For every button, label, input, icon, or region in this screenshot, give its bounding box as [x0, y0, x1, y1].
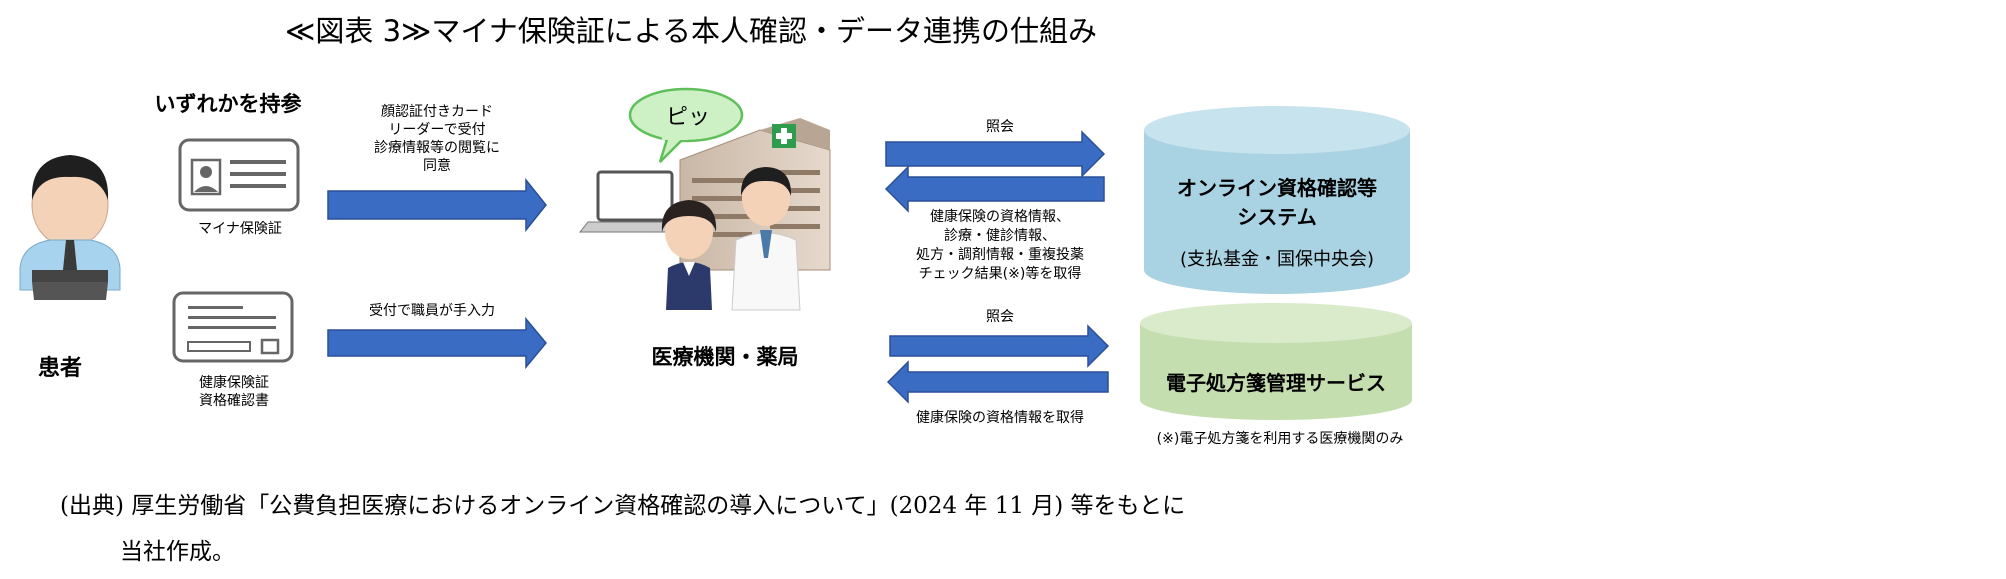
eprescription-note: (※)電子処方箋を利用する医療機関のみ [1157, 430, 1404, 447]
facility-label: 医療機関・薬局 [652, 345, 799, 369]
arrow-inquiry-eprescription [889, 324, 1110, 368]
arrow-return-online [884, 165, 1105, 213]
eprescription-service-cylinder [1140, 303, 1412, 420]
svg-text:診療・健診情報、: 診療・健診情報、 [944, 227, 1056, 244]
eprescription-service-name: 電子処方箋管理サービス [1166, 371, 1386, 395]
online-returned-text: 健康保険の資格情報、 診療・健診情報、 処方・調剤情報・重複投薬 チェック結果(… [916, 208, 1084, 282]
source-line-2: 当社作成。 [120, 539, 235, 565]
manual-entry-text: 受付で職員が手入力 [369, 303, 495, 319]
figure-title: ≪図表 3≫マイナ保険証による本人確認・データ連携の仕組み [285, 14, 1097, 48]
mynumber-card-icon [178, 138, 300, 212]
insurance-card-label-1: 健康保険証 [199, 374, 269, 391]
online-system-operator: (支払基金・国保中央会) [1180, 249, 1374, 270]
beep-speech-bubble [628, 87, 744, 163]
patient-icon [19, 155, 121, 300]
arrow-manual-to-facility [327, 316, 547, 370]
data-flow-diagram: 患者 いずれかを持参 マイナ保険証 健康保険証 資格確認書 顔認証付きカード リ… [19, 87, 1412, 447]
online-inquiry-text: 照会 [986, 119, 1014, 135]
eprescription-inquiry-text: 照会 [986, 309, 1014, 325]
online-qualification-system-cylinder [1144, 106, 1410, 294]
doctor-icon [731, 167, 801, 311]
reception-staff-icon [661, 200, 717, 310]
svg-text:チェック結果(※)等を取得: チェック結果(※)等を取得 [919, 265, 1082, 282]
arrow-card-to-facility [327, 177, 547, 233]
svg-text:健康保険の資格情報、: 健康保険の資格情報、 [930, 208, 1070, 225]
mynumber-card-label: マイナ保険証 [198, 221, 282, 237]
online-system-name-1: オンライン資格確認等 [1177, 176, 1377, 200]
patient-label: 患者 [38, 355, 82, 381]
svg-text:診療情報等の閲覧に: 診療情報等の閲覧に [374, 139, 500, 156]
insurance-card-label-2: 資格確認書 [199, 393, 269, 409]
online-system-name-2: システム [1237, 205, 1316, 229]
beep-text: ピッ [666, 105, 710, 130]
bring-either-label: いずれかを持参 [155, 92, 302, 116]
svg-text:同意: 同意 [423, 157, 451, 174]
face-auth-text: 顔認証付きカード リーダーで受付 診療情報等の閲覧に 同意 [374, 104, 500, 174]
svg-text:処方・調剤情報・重複投薬: 処方・調剤情報・重複投薬 [916, 246, 1084, 263]
arrow-inquiry-online [885, 130, 1106, 178]
insurance-card-icon [172, 291, 294, 363]
arrow-return-eprescription [886, 360, 1109, 404]
eprescription-returned-text: 健康保険の資格情報を取得 [916, 409, 1084, 426]
source-line-1: (出典) 厚生労働省「公費負担医療におけるオンライン資格確認の導入について」(2… [60, 493, 1186, 519]
svg-text:リーダーで受付: リーダーで受付 [388, 122, 485, 138]
svg-text:顔認証付きカード: 顔認証付きカード [381, 104, 493, 120]
